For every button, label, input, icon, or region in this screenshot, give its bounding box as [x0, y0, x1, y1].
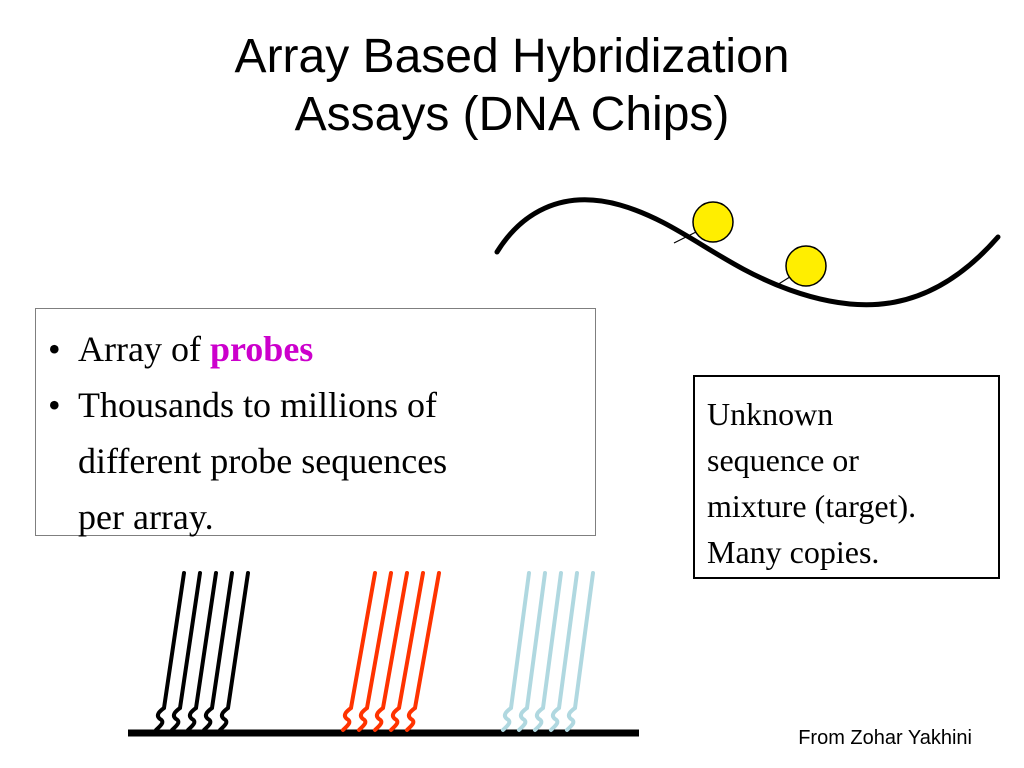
target-box-line-4: Many copies.: [707, 534, 880, 570]
probe-strand: [533, 571, 563, 732]
probe-strand: [341, 571, 377, 732]
probe-strand: [202, 571, 234, 732]
bullet-list: Array of probes Thousands to millions of…: [46, 321, 575, 545]
source-credit: From Zohar Yakhini: [798, 727, 972, 749]
label-circle-2: [785, 245, 827, 287]
probe-strand: [549, 571, 579, 732]
probe-strand: [373, 571, 409, 732]
probe-group-2: [341, 571, 441, 732]
probe-strand: [389, 571, 425, 732]
probe-group-1: [154, 571, 250, 732]
bullet-item-array-of-probes: Array of probes: [46, 321, 575, 377]
probe-group-3: [501, 571, 595, 732]
probe-strand: [405, 571, 441, 732]
target-box-line-2: sequence or: [707, 442, 859, 478]
bullet-item-2-line-1: Thousands to millions of: [78, 385, 437, 425]
target-box-line-3: mixture (target).: [707, 488, 917, 524]
probe-strand: [154, 571, 186, 732]
label-circle-1: [692, 201, 734, 243]
probe-strand: [186, 571, 218, 732]
probe-description-box: Array of probes Thousands to millions of…: [35, 308, 596, 537]
probe-strand: [517, 571, 547, 732]
probe-strand: [218, 571, 250, 732]
probe-strand: [501, 571, 531, 732]
probe-strand: [357, 571, 393, 732]
bullet-item-1-highlight: probes: [209, 329, 314, 369]
bullet-item-2-line-2: different probe sequences: [78, 441, 448, 481]
slide-title: Array Based Hybridization Assays (DNA Ch…: [0, 28, 1024, 144]
slide-title-line-2: Assays (DNA Chips): [294, 88, 730, 141]
target-strand: [494, 197, 1001, 308]
bullet-item-1-text: Array of: [78, 329, 201, 369]
bullet-item-probe-count: Thousands to millions of different probe…: [46, 377, 575, 545]
probe-strand: [565, 571, 595, 732]
slide-title-line-1: Array Based Hybridization: [234, 30, 790, 83]
target-description-box: Unknown sequence or mixture (target). Ma…: [693, 375, 1000, 579]
probe-strand: [170, 571, 202, 732]
target-box-line-1: Unknown: [707, 396, 834, 432]
bullet-item-2-line-3: per array.: [78, 497, 214, 537]
